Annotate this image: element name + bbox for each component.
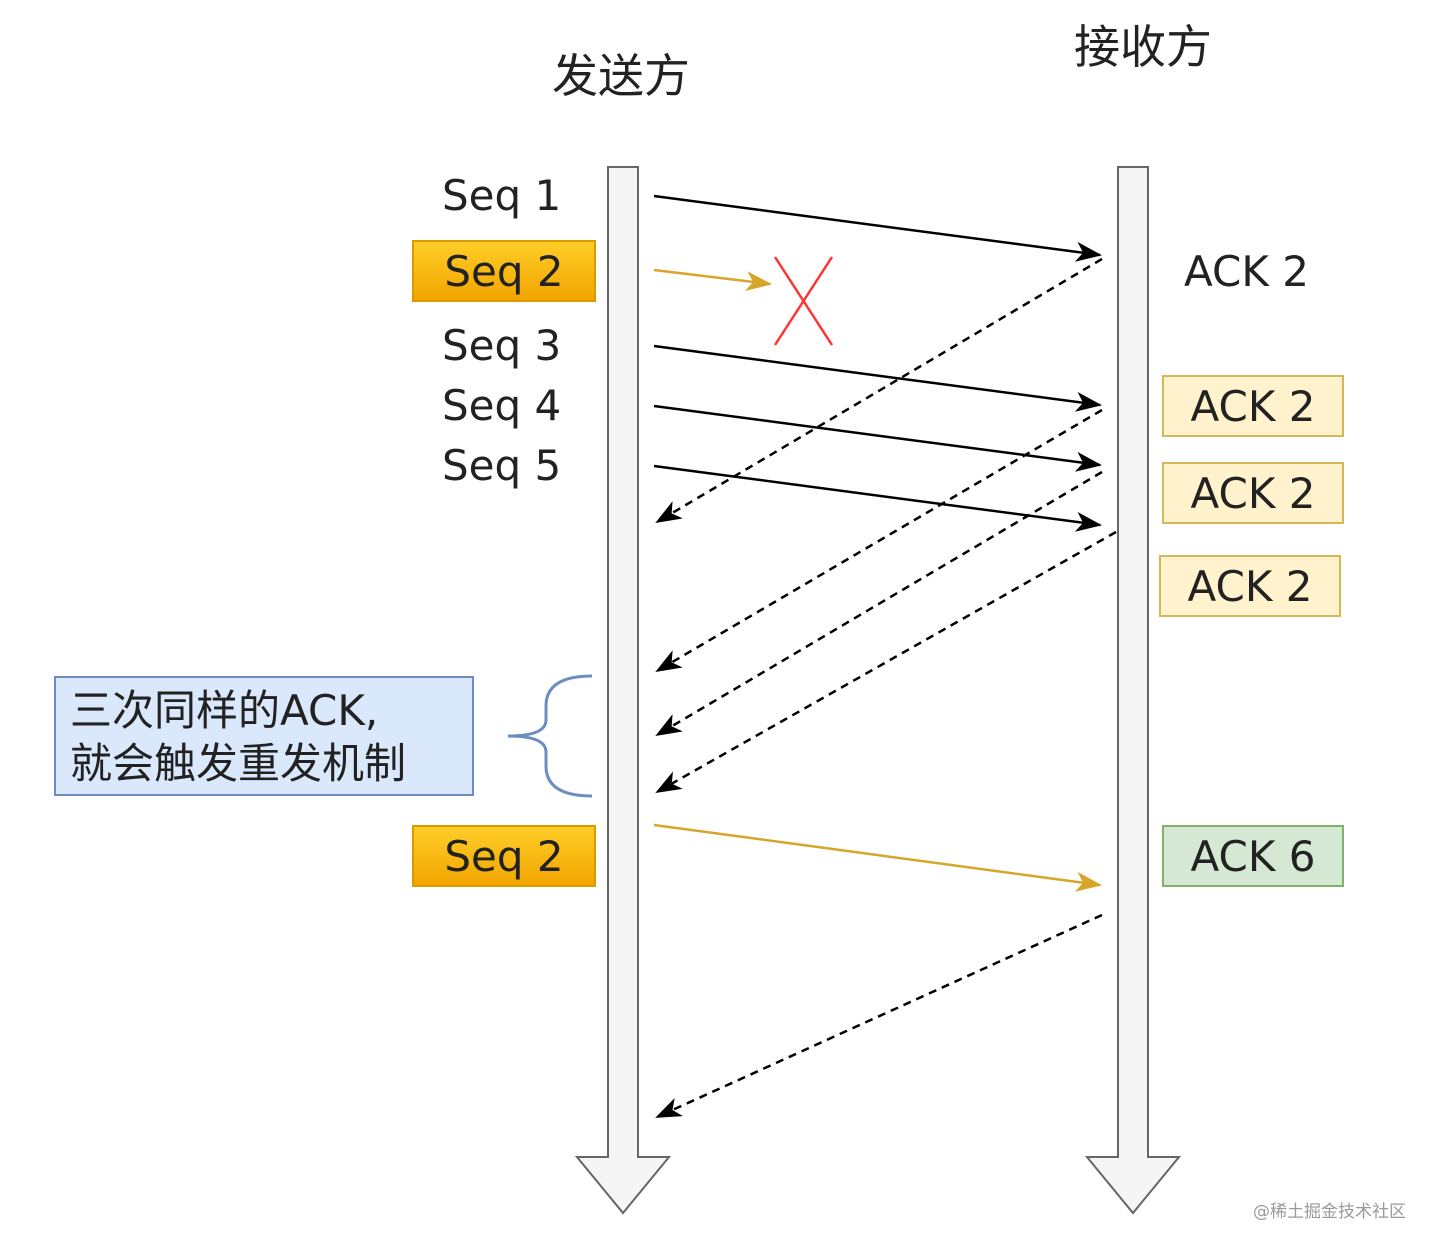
ack-label-1: ACK 2 xyxy=(1184,247,1309,296)
ack-label-dup-3: ACK 2 xyxy=(1159,555,1341,617)
ack-arrow-1 xyxy=(655,257,1103,524)
seq-label-1: Seq 1 xyxy=(442,171,562,220)
arrow-seq1 xyxy=(653,194,1102,262)
arrow-seq5 xyxy=(653,464,1102,532)
ack-arrow-3 xyxy=(655,470,1103,737)
sender-timeline xyxy=(574,166,672,1215)
ack-arrow-6 xyxy=(655,913,1103,1119)
sender-title: 发送方 xyxy=(552,49,690,103)
arrow-seq2-lost xyxy=(653,268,772,292)
fast-retransmit-note: 三次同样的ACK, 就会触发重发机制 xyxy=(54,676,474,796)
seq-label-5: Seq 5 xyxy=(442,441,562,490)
note-line-1: 三次同样的ACK, xyxy=(70,686,379,735)
arrow-seq2-retransmit xyxy=(653,823,1102,892)
arrow-seq3 xyxy=(653,344,1102,412)
lost-packet-cross-icon xyxy=(773,256,834,346)
ack-label-dup-1: ACK 2 xyxy=(1162,375,1344,437)
receiver-timeline xyxy=(1084,166,1182,1215)
ack-arrow-2 xyxy=(655,408,1103,673)
seq-label-2-lost: Seq 2 xyxy=(412,240,596,302)
arrow-seq4 xyxy=(653,404,1102,472)
watermark: @稀土掘金技术社区 xyxy=(1253,1202,1406,1222)
ack-arrow-4 xyxy=(655,530,1117,794)
seq-label-4: Seq 4 xyxy=(442,381,562,430)
seq-label-2-retransmit: Seq 2 xyxy=(412,825,596,887)
ack-label-dup-2: ACK 2 xyxy=(1162,462,1344,524)
ack-label-6: ACK 6 xyxy=(1162,825,1344,887)
receiver-title: 接收方 xyxy=(1074,20,1212,74)
seq-label-3: Seq 3 xyxy=(442,321,562,370)
curly-brace xyxy=(507,674,593,798)
note-line-2: 就会触发重发机制 xyxy=(70,739,407,788)
